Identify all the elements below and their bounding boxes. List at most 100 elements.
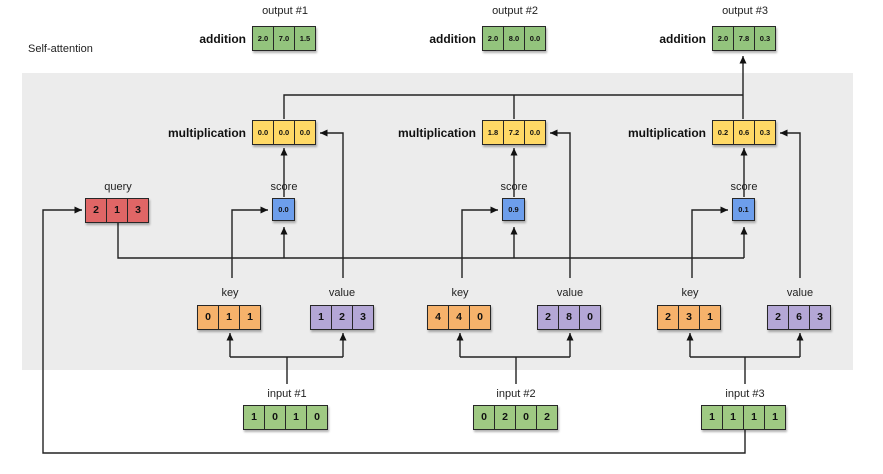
- vector-cell: 0: [264, 406, 285, 429]
- vector-cell: 2.0: [483, 27, 503, 50]
- vector-cell: 4: [428, 306, 448, 329]
- vector-cell: 6: [788, 306, 809, 329]
- score-1-vector: 0.0: [272, 198, 295, 221]
- vector-cell: 7.2: [503, 121, 524, 144]
- score-1-label: score: [270, 181, 298, 193]
- multiplication-3-vector: 0.2 0.6 0.3: [712, 120, 776, 145]
- input-2-vector: 0 2 0 2: [473, 405, 558, 430]
- query-label: query: [104, 181, 132, 193]
- vector-cell: 1: [764, 406, 785, 429]
- vector-cell: 0.9: [503, 199, 524, 220]
- vector-cell: 2: [768, 306, 788, 329]
- vector-cell: 7.0: [273, 27, 294, 50]
- vector-cell: 1: [285, 406, 306, 429]
- score-2-vector: 0.9: [502, 198, 525, 221]
- vector-cell: 1: [244, 406, 264, 429]
- vector-cell: 3: [127, 199, 148, 222]
- vector-cell: 8.0: [503, 27, 524, 50]
- score-3-vector: 0.1: [732, 198, 755, 221]
- vector-cell: 1: [722, 406, 743, 429]
- vector-cell: 2: [536, 406, 557, 429]
- key-3-label: key: [681, 287, 699, 299]
- output-1-vector: 2.0 7.0 1.5: [252, 26, 316, 51]
- line-sum-collector: [283, 94, 743, 119]
- vector-cell: 2.0: [253, 27, 273, 50]
- input-3-vector: 1 1 1 1: [701, 405, 786, 430]
- vector-cell: 0: [579, 306, 600, 329]
- vector-cell: 2: [538, 306, 558, 329]
- multiplication-1-label: multiplication: [168, 126, 246, 140]
- value-2-label: value: [556, 287, 584, 299]
- vector-cell: 0: [198, 306, 218, 329]
- vector-cell: 0.1: [733, 199, 754, 220]
- key-3-vector: 2 3 1: [657, 305, 721, 330]
- vector-cell: 0.0: [273, 121, 294, 144]
- vector-cell: 3: [678, 306, 699, 329]
- output-2-vector: 2.0 8.0 0.0: [482, 26, 546, 51]
- multiplication-1-vector: 0.0 0.0 0.0: [252, 120, 316, 145]
- vector-cell: 1: [106, 199, 127, 222]
- input-1-label: input #1: [267, 388, 307, 400]
- vector-cell: 0.3: [754, 27, 775, 50]
- vector-cell: 8: [558, 306, 579, 329]
- vector-cell: 3: [352, 306, 373, 329]
- vector-cell: 1: [218, 306, 239, 329]
- vector-cell: 4: [448, 306, 469, 329]
- score-3-label: score: [730, 181, 758, 193]
- vector-cell: 0.0: [253, 121, 273, 144]
- vector-cell: 1.8: [483, 121, 503, 144]
- arrow-value3-to-mult3: [780, 129, 801, 278]
- vector-cell: 1: [702, 406, 722, 429]
- key-1-label: key: [221, 287, 239, 299]
- vector-cell: 1: [239, 306, 260, 329]
- vector-cell: 0: [474, 406, 494, 429]
- vector-cell: 1: [699, 306, 720, 329]
- output-2-label: output #2: [492, 5, 538, 17]
- vector-cell: 0: [306, 406, 327, 429]
- addition-3-label: addition: [659, 32, 706, 46]
- vector-cell: 1: [743, 406, 764, 429]
- vector-cell: 0.0: [524, 27, 545, 50]
- vector-cell: 0.2: [713, 121, 733, 144]
- addition-2-label: addition: [429, 32, 476, 46]
- key-1-vector: 0 1 1: [197, 305, 261, 330]
- vector-cell: 2.0: [713, 27, 733, 50]
- multiplication-2-vector: 1.8 7.2 0.0: [482, 120, 546, 145]
- key-2-vector: 4 4 0: [427, 305, 491, 330]
- arrow-value1-to-mult1: [320, 129, 344, 278]
- value-1-vector: 1 2 3: [310, 305, 374, 330]
- score-2-label: score: [500, 181, 528, 193]
- output-3-label: output #3: [722, 5, 768, 17]
- vector-cell: 1.5: [294, 27, 315, 50]
- value-2-vector: 2 8 0: [537, 305, 601, 330]
- arrow-value2-to-mult2: [550, 129, 571, 278]
- input-1-vector: 1 0 1 0: [243, 405, 328, 430]
- vector-cell: 2: [658, 306, 678, 329]
- output-1-label: output #1: [262, 5, 308, 17]
- vector-cell: 3: [809, 306, 830, 329]
- vector-cell: 0: [469, 306, 490, 329]
- query-vector: 2 1 3: [85, 198, 149, 223]
- vector-cell: 2: [331, 306, 352, 329]
- value-3-vector: 2 6 3: [767, 305, 831, 330]
- multiplication-3-label: multiplication: [628, 126, 706, 140]
- vector-cell: 0.0: [294, 121, 315, 144]
- vector-cell: 0.0: [273, 199, 294, 220]
- multiplication-2-label: multiplication: [398, 126, 476, 140]
- key-2-label: key: [451, 287, 469, 299]
- arrow-key1-to-score1: [231, 206, 268, 278]
- vector-cell: 0.0: [524, 121, 545, 144]
- arrow-key2-to-score2: [461, 206, 498, 278]
- vector-cell: 2: [494, 406, 515, 429]
- vector-cell: 0.6: [733, 121, 754, 144]
- input-2-label: input #2: [496, 388, 536, 400]
- input-3-label: input #3: [725, 388, 765, 400]
- line-input-forks: [230, 356, 800, 384]
- line-query-bus: [117, 223, 744, 259]
- value-3-label: value: [786, 287, 814, 299]
- vector-cell: 0.3: [754, 121, 775, 144]
- value-1-label: value: [328, 287, 356, 299]
- addition-1-label: addition: [199, 32, 246, 46]
